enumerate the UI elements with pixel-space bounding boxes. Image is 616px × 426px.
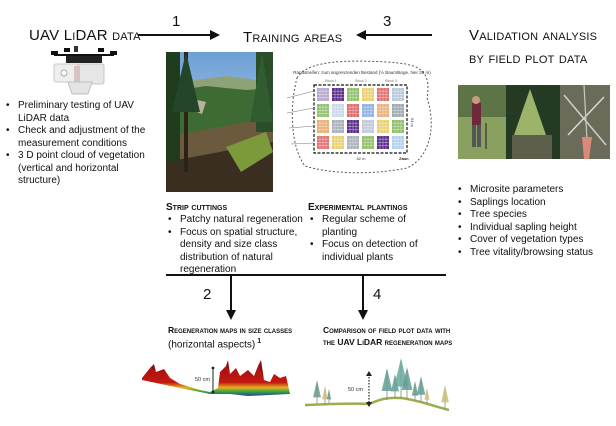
flow-bracket [166,274,446,320]
strip-cuttings-item: Focus on spatial structure, density and … [166,227,306,277]
validation-heading-line1: Validation analysis [469,27,598,44]
tree-icon [424,388,430,400]
regen-maps-block: Regeneration maps in size classes (horiz… [168,324,292,352]
step-3-label: 3 [383,13,392,30]
planting-scheme-diagram: Randstreifen: zum angrenzenden Bestand (… [286,60,432,174]
field-plot-photos [458,84,610,160]
uav-bullet-list: Preliminary testing of UAV LiDAR data Ch… [4,100,154,188]
tree-icon [381,368,393,391]
uav-list-item: Check and adjustment of the measurement … [4,125,154,150]
step-2-label: 2 [203,286,212,303]
experimental-plantings-title: Experimental plantings [308,202,408,213]
validation-list-item: Saplings location [456,197,616,210]
experimental-plantings-item: Regular scheme of planting [308,214,443,239]
uav-lidar-heading: UAV LiDAR data [29,27,141,44]
scheme-fence-label: Zaun [399,156,409,161]
validation-list-item: Individual sapling height [456,222,616,235]
strip-cutting-photo [166,52,273,192]
comparison-block: Comparison of field plot data with the U… [323,324,452,348]
experimental-plantings-item: Focus on detection of individual plants [308,239,443,264]
arrow-3-icon [356,30,432,40]
arrow-2-icon [226,275,236,320]
tree-icon [391,374,399,392]
scheme-width-label: 82 m [357,156,367,161]
validation-list-item: Cover of vegetation types [456,234,616,247]
comparison-line1: Comparison of field plot data with [323,325,451,335]
regen-maps-subtitle: (horizontal aspects)1 [168,336,292,352]
arrow-1-icon [138,30,220,40]
tree-icon [313,380,321,398]
uav-list-item: 3 D point cloud of vegetation (vertical … [4,150,154,188]
scheme-block-label: Block 1 [325,79,337,83]
scheme-caption: Randstreifen: zum angrenzenden Bestand (… [293,69,431,75]
comparison-line2: the UAV LiDAR regeneration maps [323,337,453,347]
footnote-marker: 1 [257,338,262,345]
tree-icon [401,367,413,390]
step-4-label: 4 [373,286,382,303]
validation-list-item: Tree species [456,209,616,222]
training-areas-heading: Training areas [243,29,343,46]
validation-list-item: Microsite parameters [456,184,616,197]
step-1-label: 1 [172,13,181,30]
scheme-height-label: 54 m [410,118,415,128]
uav-list-item: Preliminary testing of UAV LiDAR data [4,100,154,125]
strip-cuttings-item: Patchy natural regeneration [166,214,306,227]
experimental-plantings-list: Regular scheme of planting Focus on dete… [308,214,443,264]
scheme-block-label: Block 3 [385,79,397,83]
scheme-grid [317,88,404,149]
schematic-scale-label: 50 cm [348,387,363,393]
lidar-scale-label: 50 cm [195,377,210,383]
validation-list-item: Tree vitality/browsing status [456,247,616,260]
lidar-profile-image: 50 cm [142,360,290,396]
tree-icon [411,381,419,396]
tree-icon [322,386,328,400]
tree-icon [441,385,449,403]
arrow-4-icon [358,275,368,320]
tree-icon [416,376,426,395]
schematic-profile-image: 50 cm [304,358,450,412]
regen-maps-sub-text: (horizontal aspects) [168,339,256,351]
validation-heading-line2: by field plot data [469,50,588,67]
scheme-block-label: Block 2 [355,79,367,83]
uav-drone-image [51,46,117,95]
strip-cuttings-title: Strip cuttings [166,202,228,213]
schematic-trees [313,358,449,409]
regen-maps-title: Regeneration maps in size classes [168,325,293,335]
strip-cuttings-list: Patchy natural regeneration Focus on spa… [166,214,306,277]
tree-icon [326,389,332,400]
validation-bullet-list: Microsite parameters Saplings location T… [456,184,616,259]
